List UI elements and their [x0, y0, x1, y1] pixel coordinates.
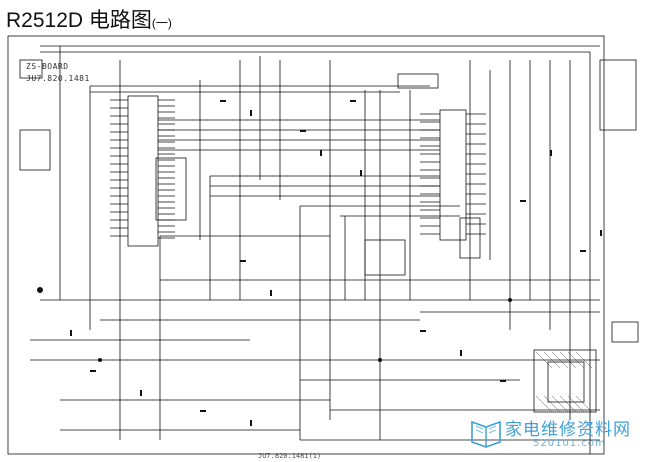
watermark-url: 520101.com	[533, 438, 606, 449]
main-ic-left	[127, 95, 159, 247]
book-logo-icon	[471, 420, 501, 448]
board-name-label: ZS-BOARD	[26, 62, 69, 71]
bottom-code-label: JU7.820.1481(1)	[258, 452, 322, 460]
title-main: R2512D 电路图	[6, 9, 152, 32]
title-suffix: (一)	[151, 16, 172, 30]
page-title: R2512D 电路图(一)	[6, 4, 172, 34]
watermark-text: 家电维修资料网	[505, 420, 631, 440]
watermark: 家电维修资料网 520101.com	[469, 412, 644, 458]
board-code-label: JU7.820.1481	[26, 74, 90, 83]
